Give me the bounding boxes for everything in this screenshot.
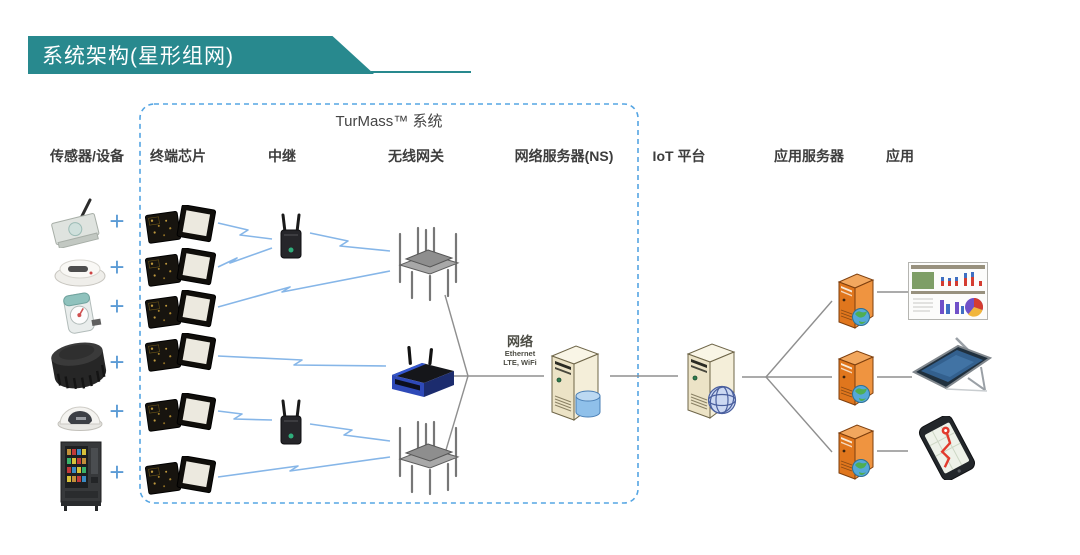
antenna-gateway-icon (392, 226, 464, 302)
turmass-system-label: TurMass™ 系统 (335, 113, 443, 130)
iot-platform-server-icon (678, 338, 737, 422)
column-header-app-server: 应用服务器 (774, 148, 844, 164)
link-chip2-repeater1 (217, 247, 273, 268)
line-fan-appserver3 (765, 376, 833, 453)
column-header-app: 应用 (886, 148, 914, 164)
link-repeater2-gateway2 (309, 423, 391, 442)
plus-sign: + (109, 206, 125, 236)
smoke-detector-icon (53, 252, 107, 288)
dome-camera-icon (56, 398, 104, 432)
vending-machine-icon (58, 440, 104, 512)
network-title: 网络 (506, 334, 533, 349)
end-node-chip-icon (143, 290, 217, 330)
water-meter-icon (56, 290, 104, 336)
network-ethernet: Ethernet (504, 349, 536, 358)
network-server-icon (542, 340, 601, 424)
globe-icon (707, 385, 737, 415)
column-header-sensors: 传感器/设备 (50, 148, 124, 164)
plus-sign: + (109, 291, 125, 321)
end-node-chip-icon (143, 333, 217, 373)
end-node-chip-icon (143, 456, 217, 496)
page-title: 系统架构(星形组网) (42, 45, 234, 68)
plus-sign: + (109, 396, 125, 426)
network-label: 网络 Ethernet LTE, WiFi (490, 334, 550, 367)
plus-sign: + (109, 347, 125, 377)
link-chip4-router (217, 355, 387, 367)
antenna-gateway-icon (392, 420, 464, 496)
app-server-icon (831, 347, 879, 409)
plus-sign: + (109, 457, 125, 487)
app-server-icon (831, 421, 879, 483)
tablet-app-icon (910, 336, 994, 398)
column-header-end-chip: 终端芯片 (150, 148, 206, 164)
phone-app-icon (908, 416, 986, 480)
line-gateway1-junction (444, 294, 469, 377)
link-chip3-gateway1 (217, 270, 391, 308)
banner-underline (371, 71, 471, 73)
app-server-icon (831, 270, 879, 332)
puck-sensor-icon (50, 336, 108, 396)
database-icon (575, 390, 601, 418)
link-repeater1-gateway1 (309, 232, 391, 252)
link-chip6-gateway2 (217, 456, 391, 478)
end-node-chip-icon (143, 393, 217, 433)
column-header-repeater: 中继 (268, 148, 296, 164)
line-fan-appserver1 (765, 300, 833, 378)
column-header-gateway: 无线网关 (388, 148, 444, 164)
end-node-chip-icon (143, 205, 217, 245)
router-gateway-icon (386, 345, 458, 399)
column-header-ns: 网络服务器(NS) (514, 148, 614, 164)
repeater-icon (272, 212, 310, 262)
antenna-box-sensor-icon (46, 198, 108, 248)
column-header-iot: IoT 平台 (652, 148, 706, 164)
network-lte-wifi: LTE, WiFi (503, 358, 537, 367)
title-banner: 系统架构(星形组网) (28, 36, 374, 74)
dashboard-app-icon (908, 262, 988, 320)
plus-sign: + (109, 252, 125, 282)
end-node-chip-icon (143, 248, 217, 288)
line-gateway2-junction (445, 375, 469, 451)
turmass-box-border (139, 103, 639, 504)
link-chip1-repeater1 (217, 222, 273, 240)
repeater-icon (272, 398, 310, 448)
link-chip5-repeater2 (217, 410, 273, 421)
